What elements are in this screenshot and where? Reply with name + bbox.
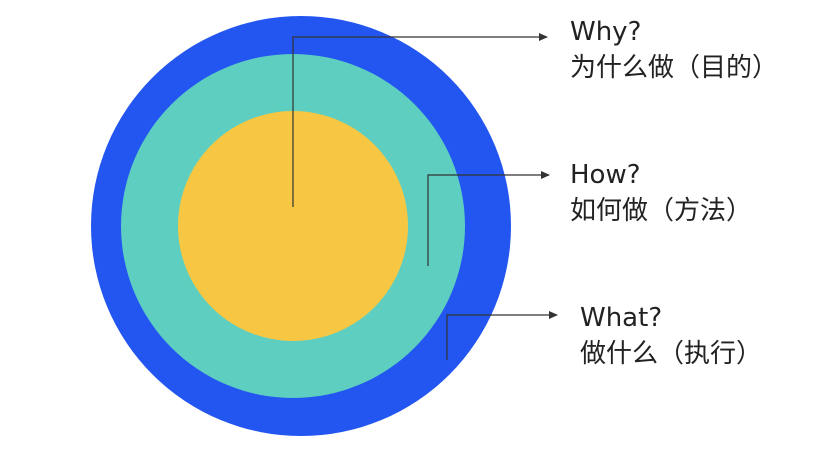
how-title: How? — [570, 160, 641, 190]
why-subtitle: 为什么做（目的） — [570, 53, 778, 83]
how-subtitle: 如何做（方法） — [570, 196, 752, 226]
what-title: What? — [580, 303, 662, 333]
why-title: Why? — [570, 17, 641, 47]
connector-how — [427, 171, 550, 266]
what-subtitle: 做什么（执行） — [580, 339, 762, 369]
connector-why — [292, 33, 548, 207]
connector-what — [446, 311, 558, 360]
inner-circle-why — [178, 111, 408, 341]
